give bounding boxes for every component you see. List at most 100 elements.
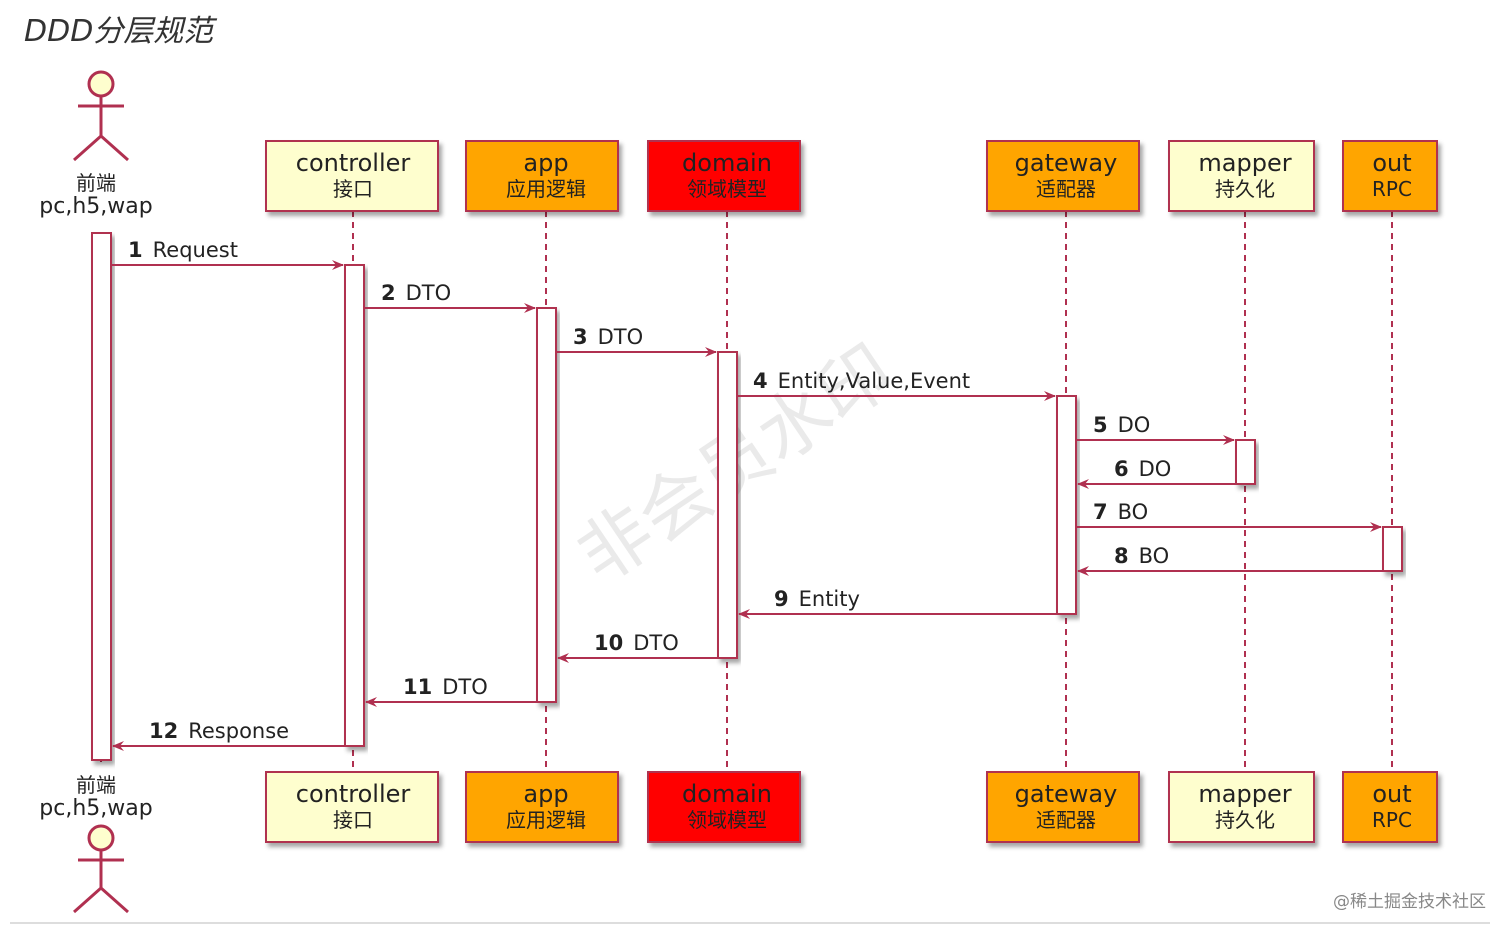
- message-number: 3: [573, 325, 588, 349]
- participant-subtitle: 接口: [333, 808, 373, 832]
- message-7: 7 BO: [1076, 500, 1382, 532]
- message-label: 7 BO: [1093, 500, 1148, 524]
- message-label: 4 Entity,Value,Event: [753, 369, 970, 393]
- actor-label-line2: pc,h5,wap: [39, 796, 152, 821]
- actor-bottom: 前端 pc,h5,wap: [39, 773, 153, 914]
- activation-bar-actor: [91, 232, 112, 761]
- actor-label-line1: 前端: [76, 773, 116, 797]
- message-label: 12 Response: [149, 719, 289, 743]
- message-4: 4 Entity,Value,Event: [737, 369, 1056, 401]
- participant-name: domain: [682, 149, 772, 177]
- activation-bars: [91, 232, 1403, 761]
- message-number: 10: [594, 631, 623, 655]
- participant-name: app: [523, 149, 568, 177]
- participant-name: out: [1372, 780, 1411, 808]
- message-number: 11: [403, 675, 432, 699]
- message-text: DTO: [598, 325, 644, 349]
- participant-subtitle: 应用逻辑: [506, 177, 586, 201]
- participant-name: controller: [296, 149, 411, 177]
- actor-label-line1: 前端: [76, 171, 116, 195]
- participant-subtitle: 持久化: [1215, 177, 1275, 201]
- message-number: 8: [1114, 544, 1129, 568]
- message-text: BO: [1118, 500, 1149, 524]
- message-8: 8 BO: [1077, 544, 1383, 576]
- message-1: 1 Request: [111, 238, 344, 270]
- message-3: 3 DTO: [556, 325, 717, 357]
- message-text: Response: [188, 719, 289, 743]
- message-label: 11 DTO: [403, 675, 488, 699]
- page-title: DDD分层规范: [24, 14, 217, 49]
- message-label: 10 DTO: [594, 631, 679, 655]
- participant-name: gateway: [1015, 149, 1118, 177]
- participant-name: app: [523, 780, 568, 808]
- participant-subtitle: RPC: [1372, 808, 1412, 832]
- message-number: 9: [774, 587, 789, 611]
- participant-subtitle: 领域模型: [687, 177, 767, 201]
- message-label: 3 DTO: [573, 325, 643, 349]
- message-text: BO: [1139, 544, 1170, 568]
- participants: controller接口controller接口app应用逻辑app应用逻辑do…: [265, 140, 1438, 843]
- message-text: DTO: [633, 631, 679, 655]
- participant-subtitle: 应用逻辑: [506, 808, 586, 832]
- participant-subtitle: 适配器: [1036, 177, 1096, 201]
- message-number: 12: [149, 719, 178, 743]
- message-number: 1: [128, 238, 143, 262]
- message-label: 5 DO: [1093, 413, 1150, 437]
- message-9: 9 Entity: [738, 587, 1057, 619]
- activation-bar-gateway: [1056, 395, 1077, 615]
- message-number: 2: [381, 281, 396, 305]
- participant-subtitle: 领域模型: [687, 808, 767, 832]
- participant-subtitle: RPC: [1372, 177, 1412, 201]
- stick-figure-icon: [73, 824, 129, 914]
- message-label: 1 Request: [128, 238, 238, 262]
- actor-top: 前端 pc,h5,wap: [39, 70, 153, 219]
- message-number: 6: [1114, 457, 1129, 481]
- participant-name: mapper: [1198, 780, 1291, 808]
- activation-bar-out: [1382, 526, 1403, 572]
- activation-bar-controller: [344, 264, 365, 747]
- message-label: 9 Entity: [774, 587, 860, 611]
- participant-name: controller: [296, 780, 411, 808]
- message-text: Entity: [799, 587, 860, 611]
- message-12: 12 Response: [112, 719, 345, 751]
- message-label: 8 BO: [1114, 544, 1169, 568]
- participant-name: domain: [682, 780, 772, 808]
- message-text: Request: [153, 238, 238, 262]
- message-text: DO: [1118, 413, 1151, 437]
- stick-figure-icon: [73, 70, 129, 162]
- activation-bar-app: [536, 307, 557, 703]
- message-5: 5 DO: [1076, 413, 1235, 445]
- message-number: 5: [1093, 413, 1108, 437]
- credit-text: @稀土掘金技术社区: [1333, 892, 1486, 912]
- message-text: Entity,Value,Event: [778, 369, 971, 393]
- message-text: DTO: [442, 675, 488, 699]
- message-text: DTO: [406, 281, 452, 305]
- message-number: 4: [753, 369, 768, 393]
- participant-name: mapper: [1198, 149, 1291, 177]
- actor-label-line2: pc,h5,wap: [39, 194, 152, 219]
- message-label: 2 DTO: [381, 281, 451, 305]
- participant-subtitle: 接口: [333, 177, 373, 201]
- participant-subtitle: 适配器: [1036, 808, 1096, 832]
- participant-name: gateway: [1015, 780, 1118, 808]
- participant-name: out: [1372, 149, 1411, 177]
- activation-bar-domain: [717, 351, 738, 659]
- message-number: 7: [1093, 500, 1108, 524]
- participant-subtitle: 持久化: [1215, 808, 1275, 832]
